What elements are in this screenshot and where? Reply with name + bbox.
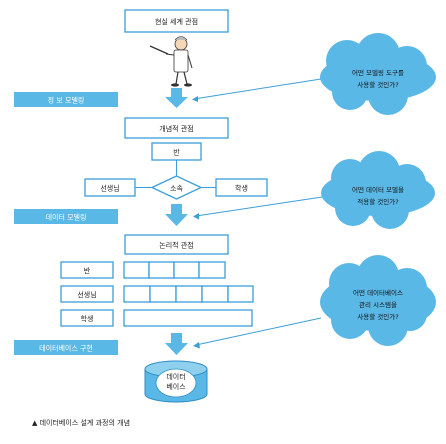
question-2-pointer (195, 196, 323, 217)
conceptual-view-label: 개념적 관점 (159, 124, 193, 133)
db-implementation-label: 데이터베이스 구현 (39, 344, 93, 353)
question-cloud-1 (320, 33, 436, 115)
down-arrow-3 (165, 333, 188, 355)
question-cloud-2 (321, 151, 435, 229)
question-3-pointer (195, 317, 322, 346)
down-arrow-1 (165, 88, 188, 108)
question-2-line1: 어떤 데이터 모델을 (352, 185, 404, 194)
question-1-line2: 사용할 것인가? (357, 80, 398, 89)
question-3-pointer-head (193, 342, 200, 349)
info-modeling-band (14, 92, 118, 107)
table-student-label: 학생 (81, 314, 94, 323)
question-1-line1: 어떤 모델링 도구를 (352, 68, 404, 77)
question-3-line3: 사용할 것인가? (357, 312, 398, 321)
table-teacher-label: 선생님 (77, 290, 96, 299)
relationship-belongs-label: 소속 (170, 185, 183, 193)
professor-figure (149, 36, 193, 87)
logical-view-box (124, 234, 229, 255)
figure-caption: ▲ 데이터베이스 설계 과정의 개념 (32, 418, 130, 427)
entity-student-label: 학생 (235, 184, 248, 193)
data-modeling-band (14, 209, 118, 224)
database-cylinder (144, 360, 208, 403)
info-modeling-label: 정 보 모델링 (48, 96, 85, 105)
entity-student (215, 178, 268, 197)
table-teacher-columns (123, 285, 254, 303)
table-class-label: 반 (84, 266, 91, 275)
question-2-line2: 적용할 것인가? (357, 197, 398, 206)
real-world-view-box (124, 9, 229, 33)
entity-class-label: 반 (173, 148, 180, 157)
conceptual-view-box (124, 117, 229, 139)
entity-teacher-label: 선생님 (100, 184, 119, 193)
table-student-columns (123, 309, 253, 327)
question-1-pointer-head (192, 96, 198, 102)
question-3-line1: 어떤 데이터베이스 (353, 288, 403, 297)
table-teacher-name (60, 285, 114, 303)
table-class-name (60, 261, 114, 279)
table-student-name (60, 309, 114, 327)
question-3-line2: 관리 시스템을 (359, 300, 397, 309)
real-world-view-label: 현실 세계 관점 (155, 17, 198, 26)
logical-view-label: 논리적 관점 (159, 241, 193, 250)
data-modeling-label: 데이터 모델링 (46, 213, 87, 222)
table-class-columns (123, 261, 226, 279)
question-cloud-3 (320, 255, 436, 346)
question-1-pointer (193, 78, 322, 100)
down-arrow-2 (165, 204, 188, 226)
question-2-pointer-head (193, 213, 199, 220)
db-implementation-band (14, 340, 118, 355)
